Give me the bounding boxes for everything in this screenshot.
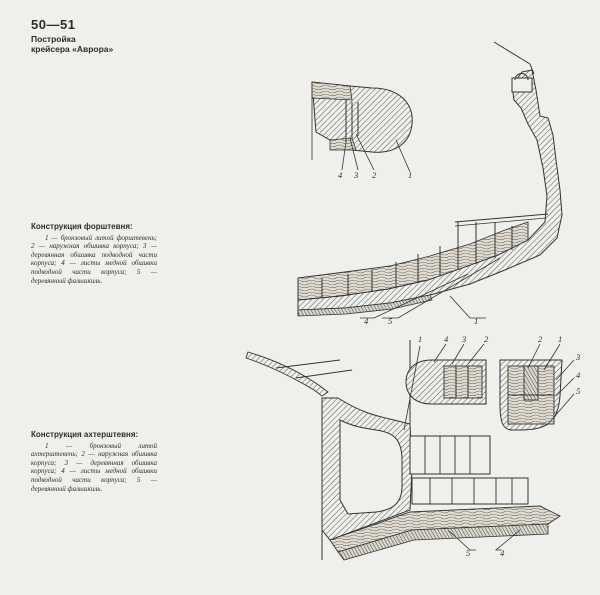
running-head-line-1: Постройка [31, 34, 76, 44]
stern-section-a [405, 359, 487, 405]
stern-caption: Конструкция ахтерштевня: 1 — бронзовый л… [31, 430, 157, 493]
stern-section-b [499, 359, 563, 431]
stem-detail-callout-4: 4 [338, 170, 343, 180]
stern-a-callout-4: 4 [444, 334, 449, 344]
stem-detail-section [311, 81, 413, 160]
stem-callout-1: 1 [474, 316, 478, 326]
stern-caption-title: Конструкция ахтерштевня: [31, 430, 139, 439]
stern-b-callout-2: 2 [538, 334, 543, 344]
stem-caption-body: 1 — бронзовый литой форштевень; 2 — нару… [31, 233, 157, 285]
stern-callout-5: 5 [466, 548, 470, 558]
stern-b-callout-5: 5 [576, 386, 580, 396]
stem-detail-callout-2: 2 [372, 170, 377, 180]
running-head-line-2: крейсера «Аврора» [31, 44, 114, 54]
stem-profile [297, 41, 563, 317]
stem-detail-callout-1: 1 [408, 170, 412, 180]
stem-callout-4: 4 [364, 316, 369, 326]
stern-b-callout-4: 4 [576, 370, 581, 380]
stern-b-callout-3: 3 [575, 352, 580, 362]
stern-profile [245, 340, 561, 561]
stem-caption: Конструкция форштевня: 1 — бронзовый лит… [31, 222, 157, 285]
callouts: 4 3 2 1 4 5 1 1 5 4 4 3 2 2 1 3 4 5 [338, 170, 581, 558]
stem-caption-title: Конструкция форштевня: [31, 222, 133, 231]
stern-a-callout-2: 2 [484, 334, 489, 344]
stern-callout-1: 1 [418, 334, 422, 344]
page-number: 50—51 [31, 17, 76, 32]
leader-lines [341, 133, 575, 551]
stern-b-callout-1: 1 [558, 334, 562, 344]
stern-callout-4: 4 [500, 548, 505, 558]
stern-a-callout-3: 3 [461, 334, 466, 344]
stem-detail-callout-3: 3 [353, 170, 358, 180]
running-head: Постройка крейсера «Аврора» [31, 34, 113, 54]
stern-caption-body: 1 — бронзовый литой ахтерштевень; 2 — на… [31, 441, 157, 493]
stem-callout-5: 5 [388, 316, 392, 326]
